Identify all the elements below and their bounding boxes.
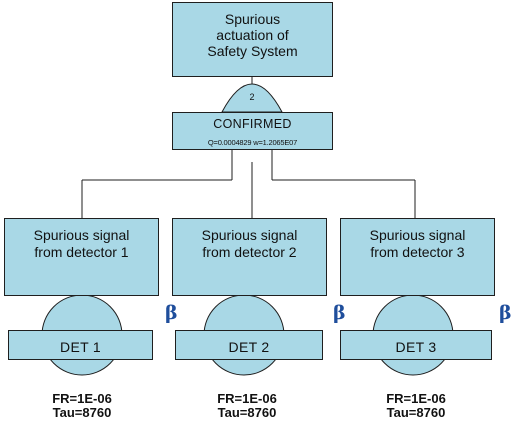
gate-label: CONFIRMED [213, 117, 292, 131]
tau-3: Tau=8760 [386, 405, 446, 420]
event-box-1[interactable]: Spurious signal from detector 1 [4, 218, 159, 296]
gate-vote-number: 2 [249, 92, 255, 102]
beta-marker-1: β [165, 302, 178, 324]
basic-event-box-3[interactable]: DET 3 [340, 330, 492, 360]
top-event-box[interactable]: Spurious actuation of Safety System [172, 2, 333, 77]
basic-event-label-1: DET 1 [60, 339, 101, 355]
basic-event-box-2[interactable]: DET 2 [175, 330, 323, 360]
params-2: FR=1E-06 Tau=8760 [187, 392, 307, 420]
failure-rate-1: FR=1E-06 [52, 391, 112, 406]
basic-event-box-1[interactable]: DET 1 [8, 330, 153, 360]
gate-stats: Q=0.0004829 w=1.2065E07 [207, 138, 298, 147]
basic-event-label-2: DET 2 [228, 339, 270, 355]
voting-gate-symbol [221, 83, 283, 113]
event-title-1: Spurious signal from detector 1 [33, 227, 130, 260]
tau-1: Tau=8760 [52, 405, 112, 420]
failure-rate-2: FR=1E-06 [217, 391, 277, 406]
basic-event-label-3: DET 3 [395, 339, 437, 355]
event-title-3: Spurious signal from detector 3 [369, 227, 466, 260]
event-box-2[interactable]: Spurious signal from detector 2 [172, 218, 327, 296]
event-box-3[interactable]: Spurious signal from detector 3 [340, 218, 495, 296]
params-1: FR=1E-06 Tau=8760 [22, 392, 142, 420]
top-event-label: Spurious actuation of Safety System [207, 11, 298, 59]
tau-2: Tau=8760 [217, 405, 277, 420]
beta-marker-2: β [333, 302, 346, 324]
gate-box[interactable]: CONFIRMED Q=0.0004829 w=1.2065E07 [172, 112, 333, 150]
params-3: FR=1E-06 Tau=8760 [356, 392, 476, 420]
failure-rate-3: FR=1E-06 [386, 391, 446, 406]
event-title-2: Spurious signal from detector 2 [201, 227, 298, 260]
beta-marker-3: β [499, 302, 512, 324]
